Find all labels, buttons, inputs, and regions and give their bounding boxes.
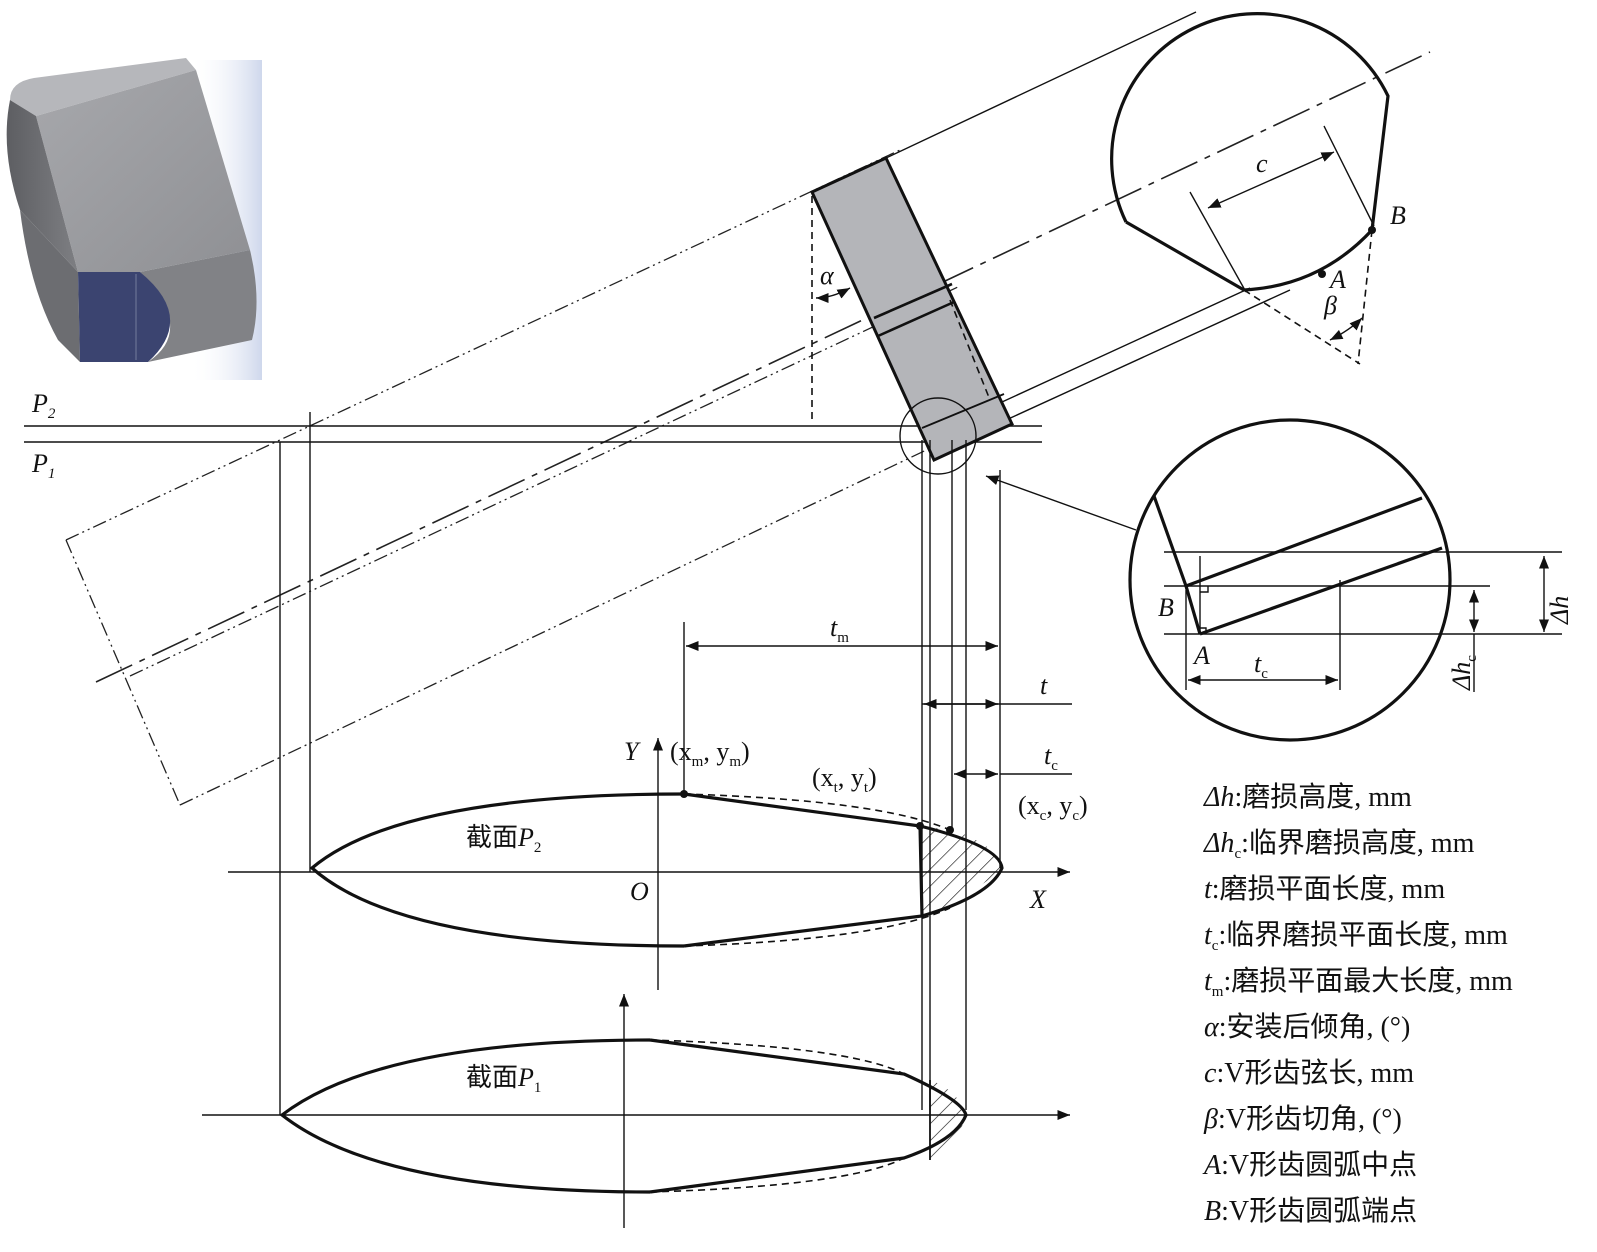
point-B — [1368, 226, 1376, 234]
vertical-projections — [279, 412, 1001, 1115]
section-p2-label: 截面P2 — [466, 823, 541, 856]
point-c-label: (xc, yc) — [1018, 791, 1088, 824]
tip-v-edges — [1125, 220, 1374, 292]
p1-original-lower — [649, 1157, 905, 1193]
tooth-3d-model — [6, 58, 262, 380]
tm-label: tm — [830, 613, 849, 646]
origin-label: O — [630, 877, 649, 906]
projection-bottom-2 — [1001, 287, 1251, 403]
p2-left-contour — [309, 792, 685, 948]
c-dimension — [1207, 151, 1335, 209]
legend-item: c:V形齿弦长, mm — [1204, 1057, 1414, 1089]
legend-item: Δhc:临界磨损高度, mm — [1203, 827, 1475, 862]
section-p2: Y X O (xm, ym) (xt, yt) (xc, yc) 截面P2 — [228, 737, 1088, 990]
model-right-face — [140, 250, 257, 362]
model-wear-flat — [78, 272, 171, 362]
detail-tc-label: tc — [1254, 649, 1268, 682]
tooth-centerline — [95, 51, 1431, 683]
point-A — [1318, 270, 1326, 278]
dashdot-upper — [65, 149, 901, 541]
plane-p1-label: P1 — [31, 449, 55, 482]
section-p1-label: 截面P1 — [466, 1063, 541, 1096]
p1-original-upper — [649, 1039, 905, 1075]
dashdot-lower — [179, 414, 1001, 806]
tip-outline-circle — [1110, 12, 1390, 231]
detail-A-label: A — [1192, 641, 1210, 670]
legend-item: tm:磨损平面最大长度, mm — [1204, 965, 1513, 1000]
detail-dhc-label: Δhc — [1447, 655, 1480, 691]
model-top-edge — [10, 58, 196, 116]
detail-B-label: B — [1158, 593, 1174, 622]
y-axis-label: Y — [624, 737, 641, 766]
legend: Δh:磨损高度, mm Δhc:临界磨损高度, mm t:磨损平面长度, mm tc:… — [1202, 781, 1513, 1227]
c-extension-right — [1323, 125, 1375, 227]
point-t-label: (xt, yt) — [812, 763, 877, 796]
x-axis-label: X — [1029, 885, 1047, 914]
projection-top — [885, 11, 1197, 159]
c-extension-left — [1189, 191, 1247, 293]
detail-view: B A tc Δh Δhc — [1128, 418, 1574, 742]
legend-item: Δh:磨损高度, mm — [1203, 781, 1412, 813]
dashdot-end — [65, 539, 181, 806]
legend-item: tc:临界磨损平面长度, mm — [1204, 919, 1508, 954]
plane-p2-label: P2 — [31, 389, 56, 422]
point-c — [946, 826, 954, 834]
model-lower-left — [20, 210, 80, 362]
legend-item: α:安装后倾角, (°) — [1204, 1011, 1410, 1043]
p1-right-contour — [649, 1038, 968, 1194]
B-label: B — [1390, 201, 1406, 230]
edge-extension-dash — [1357, 229, 1373, 365]
legend-item: A:V形齿圆弧中点 — [1202, 1149, 1417, 1181]
point-t — [916, 822, 924, 830]
construction-lines — [65, 11, 1431, 806]
A-label: A — [1328, 265, 1346, 294]
section-planes: P2 P1 — [24, 389, 1042, 482]
t-label: t — [1040, 671, 1048, 700]
alpha-arc — [815, 287, 851, 304]
section-p1: 截面P1 — [202, 994, 1070, 1228]
c-label: c — [1256, 149, 1268, 178]
model-left-face — [6, 100, 79, 272]
detail-circle — [1128, 418, 1452, 742]
p1-worn-area — [930, 1080, 966, 1160]
detail-pointer — [985, 475, 1137, 531]
tangent-dash — [1243, 289, 1361, 365]
p2-right-contour — [919, 824, 1004, 918]
detail-dh-label: Δh — [1545, 596, 1574, 625]
model-top-face — [36, 70, 250, 272]
tooth-tip-view: c B A β — [1110, 12, 1406, 365]
legend-item: t:磨损平面长度, mm — [1204, 873, 1445, 905]
dimensions: tm t tc — [683, 613, 1072, 792]
dashdot-mid — [129, 285, 961, 677]
legend-item: B:V形齿圆弧端点 — [1204, 1195, 1417, 1227]
legend-item: β:V形齿切角, (°) — [1203, 1103, 1402, 1135]
p2-flat-contour — [683, 792, 924, 948]
point-m — [680, 790, 688, 798]
beta-label: β — [1323, 291, 1337, 320]
detail-circle-small — [899, 397, 977, 475]
inclined-tooth: α — [810, 156, 1137, 531]
point-m-label: (xm, ym) — [670, 737, 750, 770]
tc-label: tc — [1044, 741, 1058, 774]
p1-left-contour — [279, 1038, 651, 1194]
alpha-label: α — [820, 261, 835, 290]
beta-arc — [1329, 317, 1363, 341]
projection-bottom — [1005, 289, 1291, 421]
